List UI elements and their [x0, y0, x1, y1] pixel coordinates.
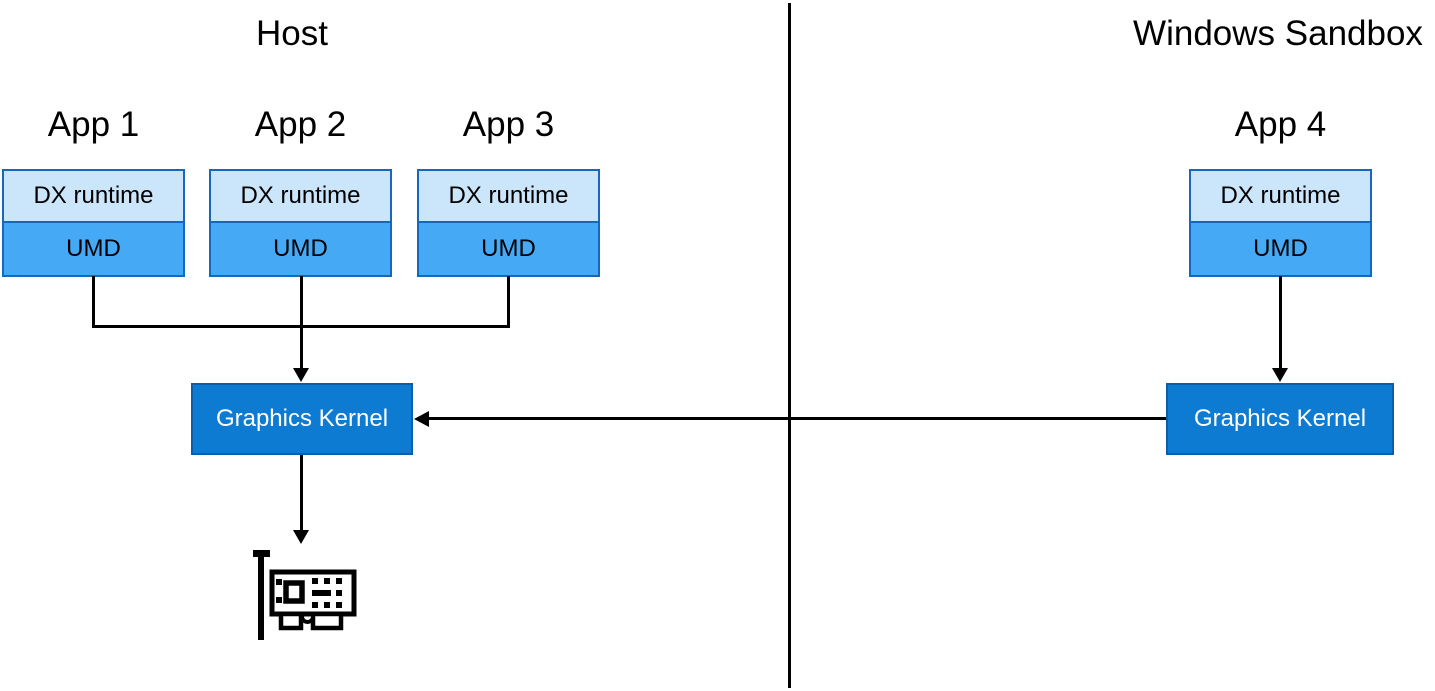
- app1-label: App 1: [47, 105, 140, 144]
- gpu-card-icon: [253, 550, 357, 640]
- sandbox-graphics-kernel-box: Graphics Kernel: [1166, 383, 1394, 455]
- app4-umd-layer: UMD: [1191, 223, 1370, 275]
- app2-label: App 2: [254, 105, 347, 144]
- app2-dx-runtime-layer: DX runtime: [211, 171, 390, 223]
- app3-dx-runtime-layer: DX runtime: [419, 171, 598, 223]
- app3-umd-layer: UMD: [419, 223, 598, 275]
- sandbox-section-title: Windows Sandbox: [1133, 14, 1423, 53]
- section-divider-line: [788, 3, 791, 688]
- app1-box: DX runtime UMD: [2, 169, 185, 277]
- sandbox-kernel-to-host-kernel-line: [429, 417, 1166, 420]
- app4-label: App 4: [1234, 105, 1327, 144]
- app1-umd-layer: UMD: [4, 223, 183, 275]
- host-kernel-to-gpu-line: [300, 455, 303, 531]
- app2-umd-layer: UMD: [211, 223, 390, 275]
- sandbox-kernel-to-host-kernel-arrowhead-icon: [414, 411, 429, 427]
- host-graphics-kernel-box: Graphics Kernel: [191, 383, 413, 455]
- host-section-title: Host: [256, 14, 328, 53]
- app2-box: DX runtime UMD: [209, 169, 392, 277]
- app4-to-sandbox-kernel-line: [1279, 276, 1282, 369]
- bus-to-host-kernel-arrowhead-icon: [293, 368, 309, 382]
- app4-box: DX runtime UMD: [1189, 169, 1372, 277]
- bus-to-host-kernel-line: [300, 276, 303, 369]
- app3-to-bus-line: [507, 276, 510, 328]
- app4-to-sandbox-kernel-arrowhead-icon: [1272, 368, 1288, 382]
- app3-box: DX runtime UMD: [417, 169, 600, 277]
- app4-dx-runtime-layer: DX runtime: [1191, 171, 1370, 223]
- host-kernel-to-gpu-arrowhead-icon: [293, 530, 309, 544]
- app1-to-bus-line: [92, 276, 95, 328]
- app3-label: App 3: [462, 105, 555, 144]
- app1-dx-runtime-layer: DX runtime: [4, 171, 183, 223]
